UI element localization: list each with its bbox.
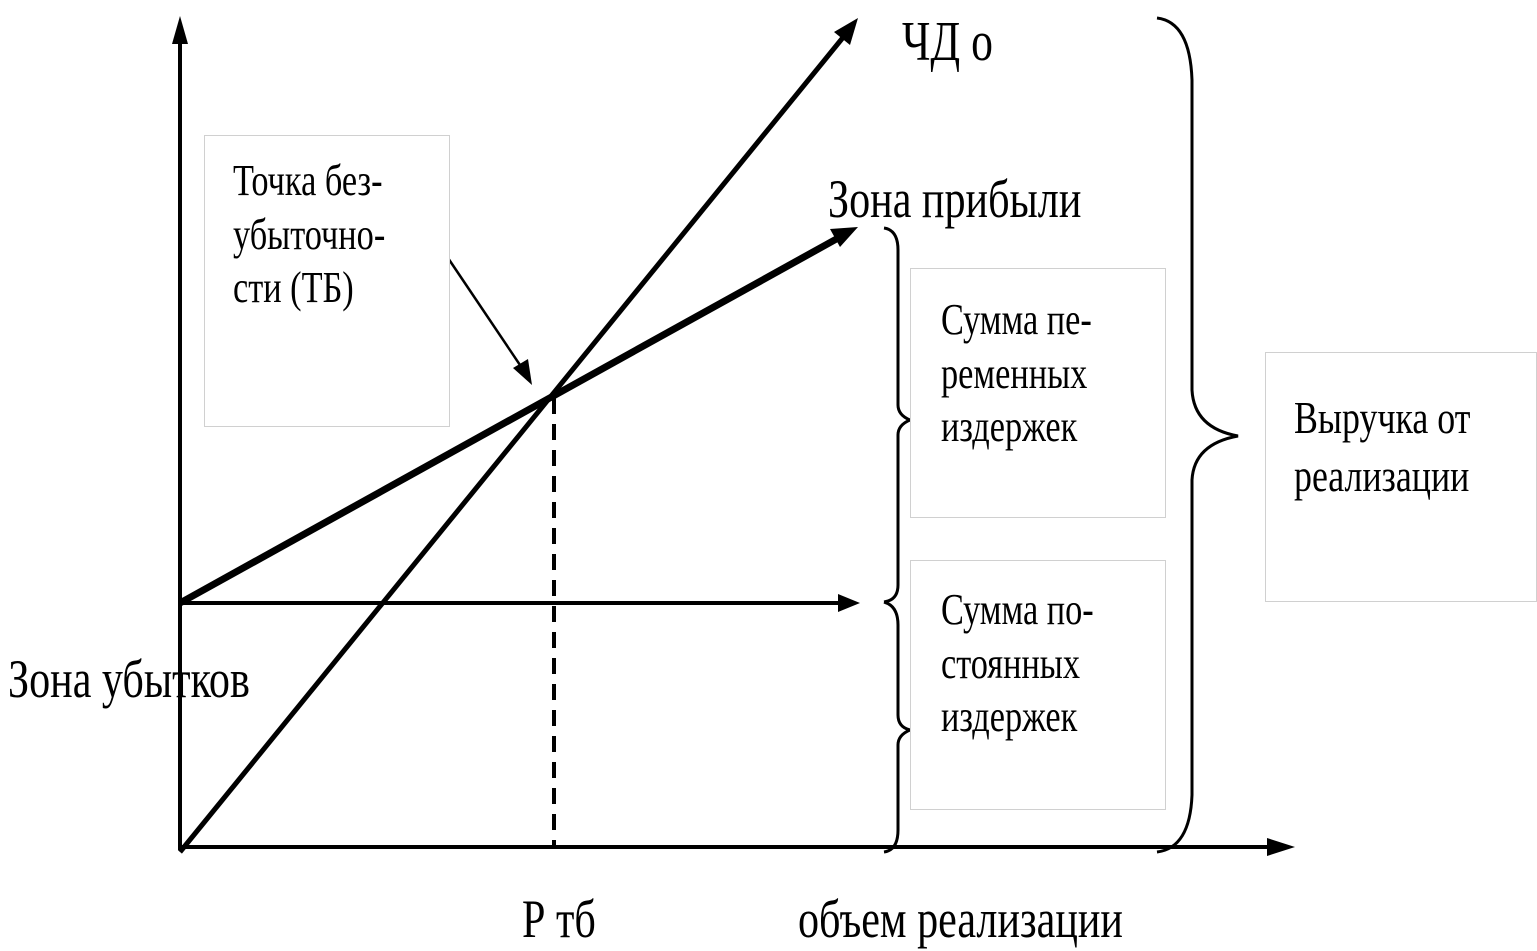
variable-costs-box: Сумма пе- ременных издержек bbox=[910, 268, 1166, 518]
y-axis-arrowhead bbox=[172, 16, 188, 44]
revenue-brace bbox=[1156, 16, 1239, 854]
x-axis-arrowhead bbox=[1267, 838, 1295, 856]
fixed-costs-arrowhead bbox=[838, 594, 860, 612]
total-costs-arrowhead bbox=[830, 227, 858, 247]
revenue-line bbox=[178, 33, 847, 854]
breakeven-box-line: убыточно- bbox=[233, 209, 386, 259]
fixed-costs-line: Сумма по- bbox=[941, 585, 1094, 634]
profit-zone-label: Зона прибыли bbox=[828, 169, 1082, 229]
fixed-costs-line: издержек bbox=[941, 692, 1078, 742]
loss-zone-label: Зона убытков bbox=[8, 649, 250, 709]
revenue-arrowhead bbox=[834, 18, 858, 45]
variable-costs-line: ременных bbox=[941, 348, 1088, 398]
variable-costs-line: издержек bbox=[941, 402, 1078, 452]
fixed-costs-box: Сумма по- стоянных издержек bbox=[910, 560, 1166, 810]
breakeven-pointer-arrowhead bbox=[513, 359, 532, 385]
breakeven-box-line: Точка без- bbox=[233, 156, 383, 205]
fixed-costs-brace bbox=[883, 600, 915, 854]
breakeven-pointer-arrow bbox=[446, 257, 524, 369]
x-axis-label: объем реализации bbox=[798, 889, 1123, 949]
revenue-box-line: Выручка от bbox=[1294, 392, 1471, 443]
total-costs-line bbox=[178, 233, 842, 607]
variable-costs-line: Сумма пе- bbox=[941, 295, 1092, 344]
revenue-box: Выручка от реализации bbox=[1265, 352, 1537, 602]
variable-costs-brace bbox=[883, 226, 914, 604]
net-income-label: ЧД о bbox=[902, 11, 993, 73]
breakeven-box: Точка без- убыточно- сти (ТБ) bbox=[204, 135, 450, 427]
breakeven-box-line: сти (ТБ) bbox=[233, 263, 354, 313]
breakeven-volume-label: Р тб bbox=[522, 889, 596, 949]
revenue-box-line: реализации bbox=[1294, 449, 1470, 501]
fixed-costs-line: стоянных bbox=[941, 638, 1081, 688]
